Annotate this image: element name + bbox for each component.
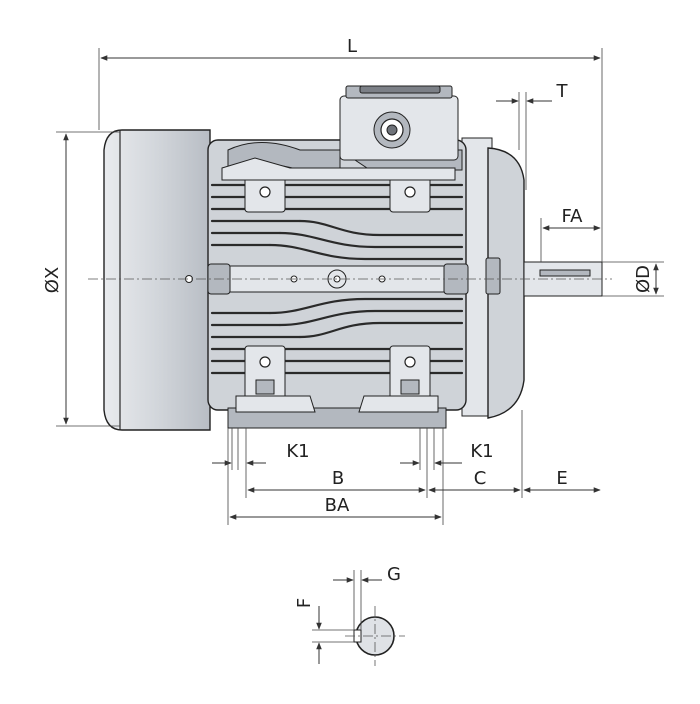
dim-E: E xyxy=(523,468,601,493)
label-BA: BA xyxy=(325,495,350,516)
label-C: C xyxy=(474,468,487,489)
label-FA: FA xyxy=(561,206,583,227)
motor-body xyxy=(103,85,603,431)
label-K1-left: K1 xyxy=(286,441,309,462)
dim-FA: FA xyxy=(540,206,601,262)
dim-D: ØD xyxy=(602,261,664,297)
label-F: F xyxy=(294,598,315,608)
dim-X: ØX xyxy=(42,131,120,427)
label-T: T xyxy=(556,81,569,102)
flange-disc xyxy=(487,147,525,419)
fan-cowl xyxy=(103,129,211,431)
dim-BA: BA xyxy=(227,428,442,525)
dim-C: C xyxy=(428,410,523,498)
dim-B: B xyxy=(247,468,426,493)
dim-L: L xyxy=(98,36,603,262)
dim-K1-left: K1 xyxy=(212,428,310,498)
label-D: ØD xyxy=(633,265,654,293)
dim-K1-right: K1 xyxy=(400,428,494,525)
shaft-section-detail: G F xyxy=(294,564,405,666)
label-L: L xyxy=(347,36,357,57)
label-G: G xyxy=(387,564,401,585)
label-K1-right: K1 xyxy=(470,441,493,462)
bearing-cover xyxy=(485,257,501,295)
label-B: B xyxy=(332,468,344,489)
label-E: E xyxy=(556,468,567,489)
dim-T: T xyxy=(496,81,569,190)
label-X: ØX xyxy=(42,267,63,294)
